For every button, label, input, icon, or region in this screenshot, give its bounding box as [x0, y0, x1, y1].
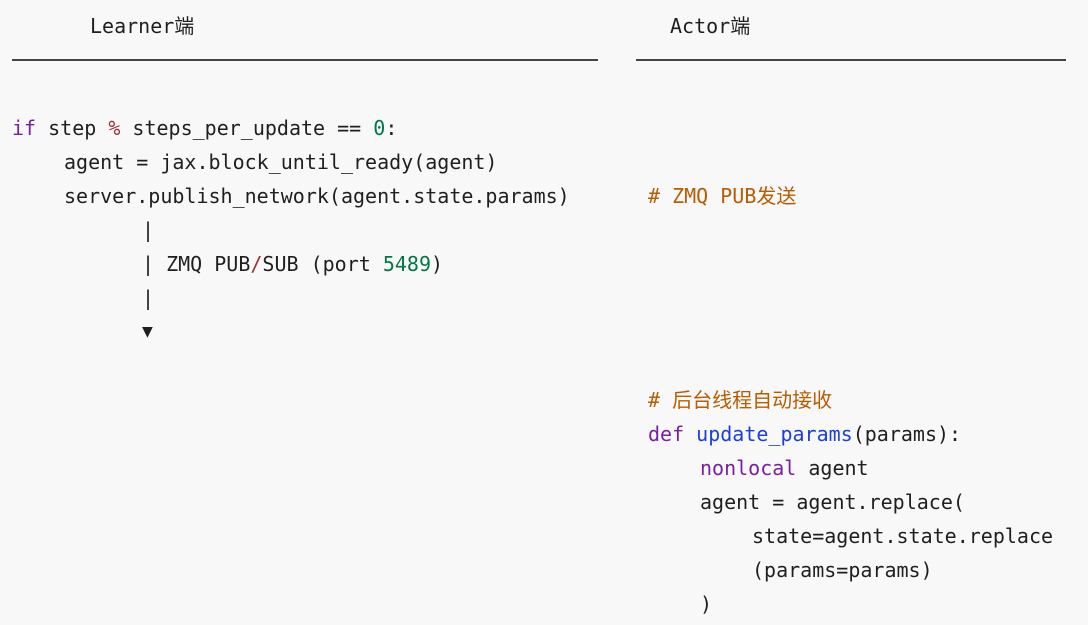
actor-send-comment: # ZMQ PUB发送: [648, 184, 797, 208]
actor-divider: [636, 59, 1066, 61]
learner-if-line: if step % steps_per_update == 0:: [12, 114, 397, 142]
zero-literal: 0: [373, 116, 386, 140]
pipe-upper: |: [142, 218, 155, 242]
actor-def-line: def update_params(params):: [648, 420, 961, 448]
if-condition-pre: step: [36, 116, 109, 140]
pipe-lower: |: [142, 286, 155, 310]
update-params-function-name: update_params: [696, 422, 853, 446]
transport-mid: SUB (port: [262, 252, 383, 276]
def-args: (params):: [852, 422, 962, 446]
actor-assign-line: agent = agent.replace(: [700, 490, 965, 514]
actor-recv-comment: # 后台线程自动接收: [648, 388, 833, 412]
nonlocal-keyword: nonlocal: [700, 456, 797, 480]
def-keyword: def: [648, 422, 685, 446]
if-colon: :: [385, 116, 398, 140]
transport-slash: /: [250, 252, 263, 276]
actor-header: Actor端: [670, 14, 751, 38]
learner-header: Learner端: [90, 14, 195, 38]
actor-state-arg-line: state=agent.state.replace: [752, 524, 1054, 548]
nonlocal-variable: agent: [796, 456, 869, 480]
modulo-operator: %: [108, 116, 121, 140]
port-number: 5489: [382, 252, 432, 276]
actor-nonlocal-line: nonlocal agent: [700, 454, 869, 482]
transport-end: ): [431, 252, 444, 276]
learner-publish-line: server.publish_network(agent.state.param…: [64, 184, 570, 208]
if-condition-mid: steps_per_update ==: [120, 116, 374, 140]
learner-divider: [12, 59, 598, 61]
if-keyword: if: [12, 116, 37, 140]
transport-line: | ZMQ PUB/SUB (port 5489): [142, 250, 443, 278]
learner-block-until-ready-line: agent = jax.block_until_ready(agent): [64, 150, 498, 174]
actor-close-paren-line: ): [700, 592, 713, 616]
transport-pre: | ZMQ PUB: [142, 252, 251, 276]
actor-params-arg-line: (params=params): [752, 558, 933, 582]
down-arrow-icon: ▼: [142, 321, 153, 342]
